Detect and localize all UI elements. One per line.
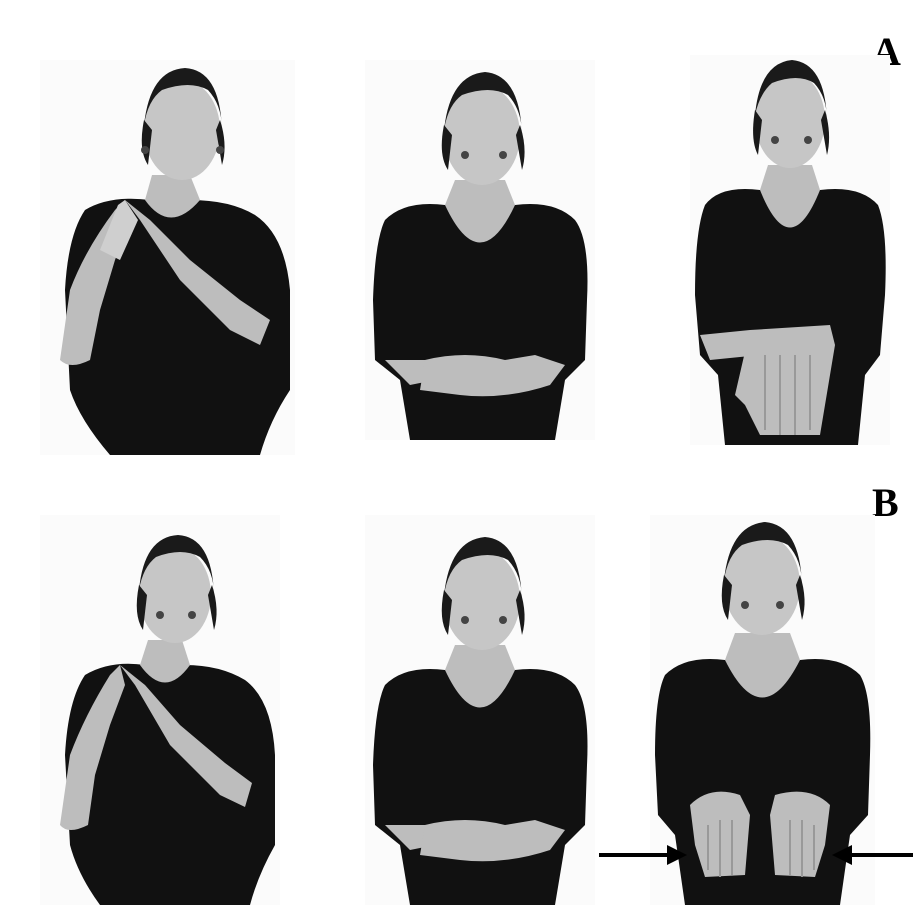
person-cupped-hands-image [365,515,595,905]
arrow-right-icon [599,845,687,865]
panel-label-b: B [872,480,899,525]
person-peaked-hands-image [40,515,280,905]
photo-b2 [365,515,595,905]
person-overlapped-hands-image [690,55,890,445]
person-hands-apart-image [650,515,875,905]
photo-b3 [650,515,875,905]
arrow-left-icon [832,845,913,865]
photo-a3 [690,55,890,445]
photo-a1 [40,60,295,455]
person-peaked-hands-image [40,60,295,455]
photo-b1 [40,515,280,905]
photo-a2 [365,60,595,440]
person-cupped-hands-image [365,60,595,440]
